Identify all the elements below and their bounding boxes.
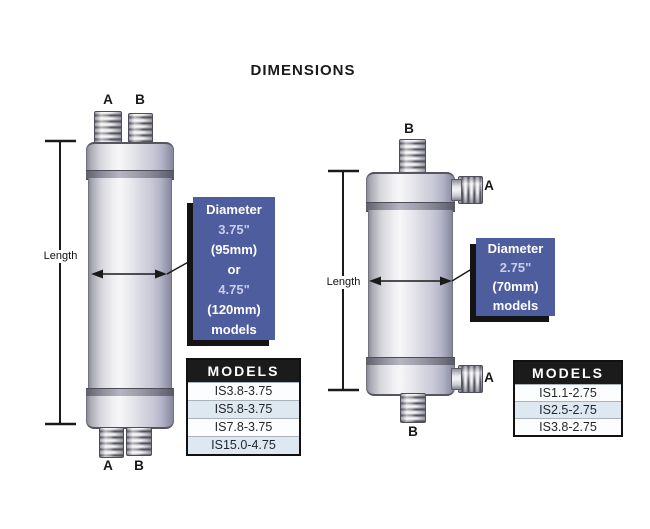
note-line: Diameter	[206, 202, 262, 217]
table-row: IS3.8-2.75	[515, 418, 621, 435]
left-bottom-port-b	[126, 427, 152, 456]
right-side-top-port-a-label: A	[484, 178, 494, 193]
page-title: DIMENSIONS	[250, 62, 356, 79]
left-top-port-b-label: B	[135, 92, 145, 107]
right-models-table-header: MODELS	[515, 362, 621, 384]
left-top-port-a-label: A	[103, 92, 113, 107]
note-line: 2.75"	[499, 260, 532, 275]
left-bottom-port-b-label: B	[134, 458, 144, 473]
right-side-bottom-port-collar	[451, 368, 462, 390]
note-line: or	[227, 262, 241, 277]
table-row: IS5.8-3.75	[188, 400, 299, 418]
right-bottom-port-b-label: B	[408, 424, 418, 439]
left-top-port-a	[94, 111, 122, 145]
note-line: (70mm)	[492, 279, 539, 294]
left-length-label: Length	[37, 250, 84, 263]
right-top-port-b	[399, 139, 426, 175]
left-bottom-port-a	[99, 427, 124, 458]
note-line: models	[211, 322, 257, 337]
left-models-table-header: MODELS	[188, 360, 299, 382]
left-cylinder-bottom-cap	[86, 396, 174, 429]
right-diameter-note: Diameter 2.75" (70mm) models	[476, 238, 555, 316]
left-bottom-port-a-label: A	[103, 458, 113, 473]
table-row: IS7.8-3.75	[188, 418, 299, 436]
right-bottom-port-b	[400, 393, 426, 423]
right-side-top-port-collar	[451, 179, 462, 201]
left-length-dimension-line	[45, 139, 76, 426]
right-cylinder-bottom-cap	[366, 365, 455, 396]
note-line: 4.75"	[218, 282, 250, 297]
left-top-port-b	[128, 113, 153, 145]
table-row: IS1.1-2.75	[515, 384, 621, 401]
right-cylinder-top-cap	[366, 172, 455, 204]
note-line: (120mm)	[207, 302, 261, 317]
left-models-table: MODELS IS3.8-3.75 IS5.8-3.75 IS7.8-3.75 …	[186, 358, 301, 456]
note-line: (95mm)	[210, 242, 258, 257]
note-line: 3.75"	[218, 222, 250, 237]
right-side-bottom-port-a-label: A	[484, 370, 494, 385]
right-top-port-b-label: B	[404, 121, 414, 136]
note-line: Diameter	[487, 241, 544, 256]
table-row: IS15.0-4.75	[188, 436, 299, 454]
right-cylinder-body	[368, 210, 453, 357]
right-note-leader-line	[451, 266, 476, 282]
right-length-label: Length	[320, 276, 367, 289]
table-row: IS3.8-3.75	[188, 382, 299, 400]
left-diameter-note: Diameter 3.75" (95mm) or 4.75" (120mm) m…	[193, 197, 275, 340]
right-models-table: MODELS IS1.1-2.75 IS2.5-2.75 IS3.8-2.75	[513, 360, 623, 437]
left-cylinder-body	[88, 178, 172, 388]
left-cylinder-top-cap	[86, 142, 174, 172]
table-row: IS2.5-2.75	[515, 401, 621, 418]
note-line: models	[492, 298, 539, 313]
